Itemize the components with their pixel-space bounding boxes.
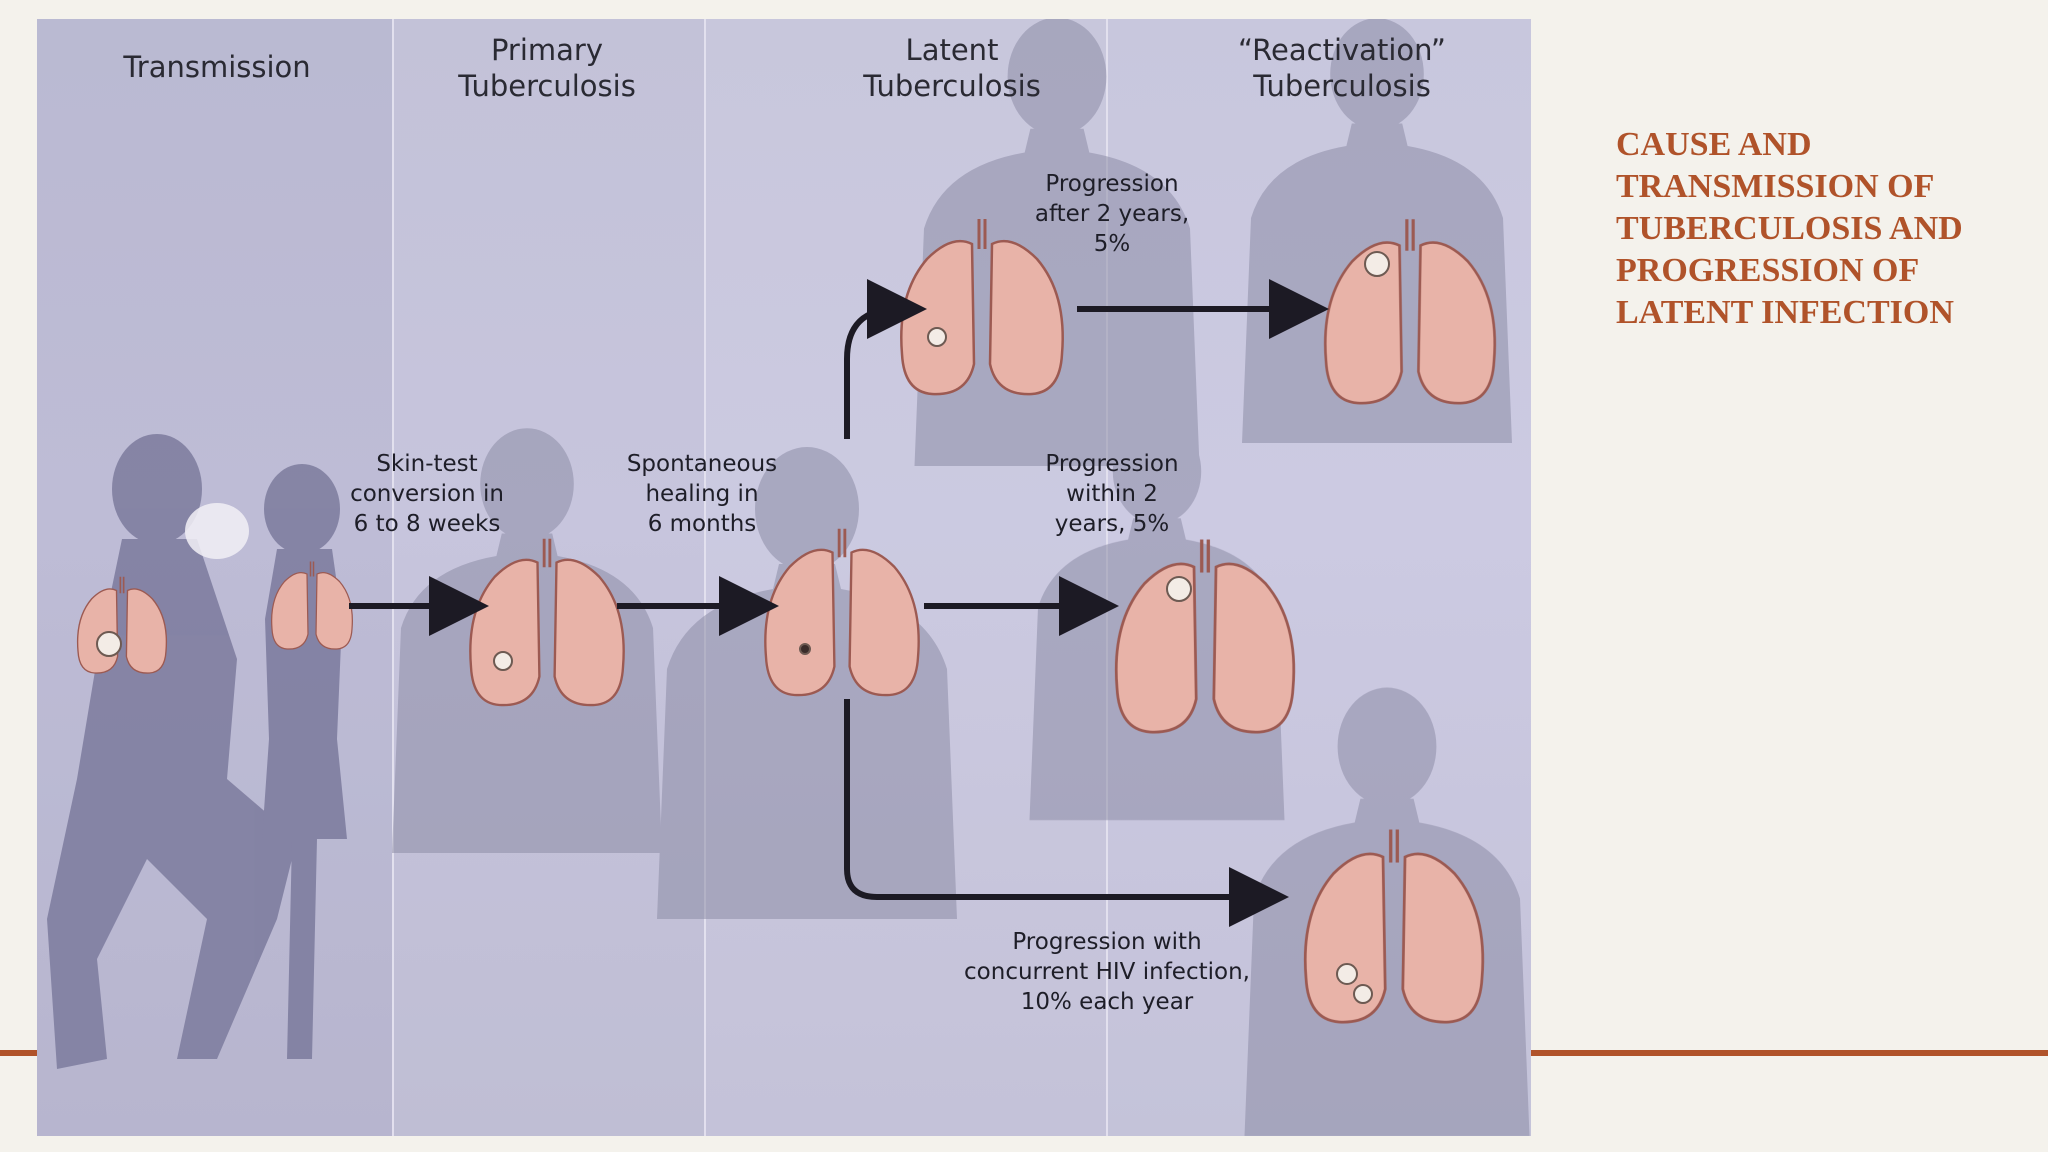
lesions — [96, 251, 1390, 1004]
column-heading-latent: Latent Tuberculosis — [863, 33, 1041, 103]
label-within-2-years: Progression within 2 years, 5% — [1045, 451, 1179, 537]
progression-arrows — [349, 279, 1329, 927]
panel-divider — [704, 19, 706, 1136]
label-healing: Spontaneous healing in 6 months — [626, 451, 778, 537]
slide-title: CAUSE AND TRANSMISSION OF TUBERCULOSIS A… — [1616, 126, 1963, 331]
label-after-2-years: Progression after 2 years, 5% — [1034, 171, 1190, 257]
cough-droplets — [185, 503, 249, 559]
column-heading-primary: Primary Tuberculosis — [458, 33, 636, 103]
tuberculosis-diagram: Transmission Primary Tuberculosis Latent… — [37, 19, 1531, 1136]
label-hiv-progression: Progression with concurrent HIV infectio… — [964, 929, 1250, 1015]
panel-divider — [392, 19, 394, 1136]
column-heading-transmission: Transmission — [123, 50, 311, 84]
mother-child-figures — [47, 434, 347, 1069]
label-skin-test: Skin-test conversion in 6 to 8 weeks — [350, 451, 504, 537]
diagram-artwork — [47, 19, 1530, 1136]
column-heading-reactivation: “Reactivation” Tuberculosis — [1238, 33, 1446, 103]
